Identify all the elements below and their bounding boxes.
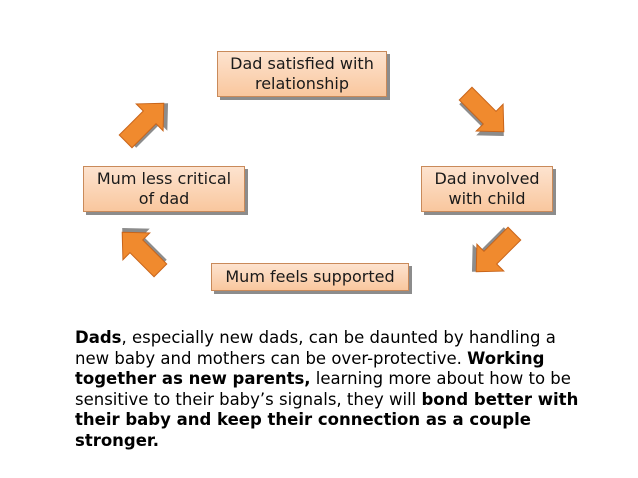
- caption-text-2: learning more about how to be sensitive …: [75, 369, 571, 409]
- cycle-box-mum-supported: Mum feels supported: [211, 263, 409, 291]
- cycle-box-mum-less-critical: Mum less critical of dad: [83, 166, 245, 212]
- caption-bold-working-together: Working together as new parents,: [75, 348, 545, 389]
- cycle-box-label: Mum feels supported: [225, 267, 395, 286]
- caption-bold-dads: Dads: [75, 328, 122, 347]
- caption-paragraph: Dads, especially new dads, can be daunte…: [75, 328, 595, 452]
- cycle-box-label: Mum less critical of dad: [96, 169, 232, 208]
- caption-text-1: , especially new dads, can be daunted by…: [75, 328, 556, 368]
- cycle-box-dad-satisfied: Dad satisfied with relationship: [217, 51, 387, 97]
- arrow-top-right-icon: [451, 79, 518, 150]
- cycle-box-dad-involved: Dad involved with child: [421, 166, 553, 212]
- arrow-bottom-right-icon: [458, 219, 529, 286]
- cycle-box-label: Dad satisfied with relationship: [230, 54, 374, 93]
- caption-bold-bond-better: bond better with their baby and keep the…: [75, 389, 579, 450]
- cycle-box-label: Dad involved with child: [434, 169, 540, 208]
- arrow-top-left-icon: [111, 89, 182, 156]
- arrow-bottom-left-icon: [108, 214, 175, 285]
